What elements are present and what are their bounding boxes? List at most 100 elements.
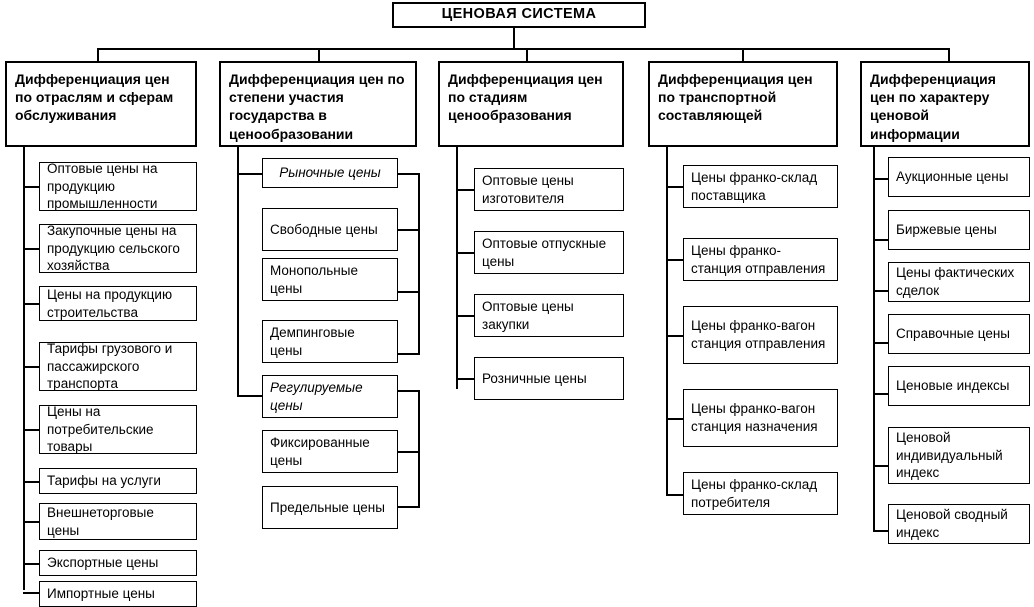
branch-stub-1-5 (23, 481, 40, 483)
branch-stub-4-4 (666, 494, 684, 496)
leaf-node: Тарифы на услуги (39, 468, 197, 494)
branch-header-state-participation: Дифференциация цен по степени участия го… (219, 61, 417, 147)
branch-stub-5-2 (873, 290, 889, 292)
branch-header-label: Дифференциация цен по степени участия го… (229, 71, 405, 142)
branch-stub-4-0 (666, 186, 684, 188)
branch-stub-1-1 (23, 248, 40, 250)
branch-stub-1-7 (23, 563, 40, 565)
leaf-node: Оптовые цены на продукцию промышленности (39, 161, 197, 212)
leaf-label: Ценовой сводный индекс (896, 507, 1008, 540)
root-node-price-system: ЦЕНОВАЯ СИСТЕМА (392, 2, 646, 28)
branch-header-label: Дифференциация цен по характеру ценовой … (870, 71, 996, 142)
group-node-regulated-prices: Регулируемые цены (262, 375, 398, 418)
group-out-2-market (398, 173, 420, 175)
branch-stub-4-1 (666, 259, 684, 261)
leaf-label: Цены франко-склад потребителя (691, 476, 818, 510)
leaf-label: Тарифы на услуги (47, 473, 161, 489)
branch-stub-1-6 (23, 521, 40, 523)
leaf-label: Цены на продукцию строительства (47, 286, 173, 320)
branch-stub-5-0 (873, 178, 889, 180)
branch-stub-3-3 (456, 378, 475, 380)
leaf-node: Ценовой сводный индекс (888, 504, 1030, 544)
branch-spine-1 (23, 147, 25, 590)
leaf-node: Оптовые цены закупки (474, 294, 624, 337)
leaf-label: Импортные цены (47, 586, 155, 602)
leaf-label: Свободные цены (270, 221, 378, 237)
leaf-label: Аукционные цены (896, 169, 1009, 185)
leaf-label: Внешнеторговые цены (47, 504, 154, 538)
leaf-node: Монопольные цены (262, 258, 398, 301)
leaf-node: Цены на потребительские товары (39, 404, 197, 454)
leaf-label: Цены франко-станция отправления (691, 242, 826, 276)
bus-drop-1 (97, 48, 99, 62)
bus-drop-2 (318, 48, 320, 62)
leaf-label: Предельные цены (270, 499, 385, 515)
bus-drop-5 (948, 48, 950, 62)
group-bracket-2-market (418, 173, 420, 353)
leaf-node: Закупочные цены на продукцию сельского х… (39, 223, 197, 274)
leaf-node: Розничные цены (474, 357, 624, 400)
leaf-node: Импортные цены (39, 581, 197, 607)
branch-stub-5-3 (873, 342, 889, 344)
branch-stub-1-4 (23, 429, 40, 431)
branch-spine-2 (237, 147, 239, 397)
leaf-node: Цены франко-вагон станция отправления (683, 306, 838, 364)
leaf-node: Справочные цены (888, 314, 1030, 354)
leaf-label: Справочные цены (896, 326, 1011, 342)
branch-header-industries: Дифференциация цен по отраслям и сферам … (5, 61, 197, 147)
branch-spine-3 (456, 147, 458, 389)
root-stem (513, 28, 515, 50)
leaf-node: Цены на продукцию строительства (39, 286, 197, 321)
branch-header-pricing-stages: Дифференциация цен по стадиям ценообразо… (438, 61, 624, 147)
distribution-bus (97, 48, 950, 50)
leaf-node: Предельные цены (262, 486, 398, 529)
branch-header-label: Дифференциация цен по транспортной соста… (658, 71, 813, 124)
bus-drop-3 (526, 48, 528, 62)
leaf-node: Цены франко-станция отправления (683, 238, 838, 281)
leaf-label: Цены франко-склад поставщика (691, 169, 818, 203)
branch-stub-3-1 (456, 252, 475, 254)
branch-header-price-information: Дифференциация цен по характеру ценовой … (860, 61, 1030, 147)
leaf-label: Ценовой индивидуальный индекс (896, 430, 1003, 481)
leaf-node: Оптовые отпускные цены (474, 231, 624, 274)
leaf-node: Цены фактических сделок (888, 262, 1030, 302)
branch-stub-1-3 (23, 366, 40, 368)
branch-stub-1-2 (23, 303, 40, 305)
leaf-label: Оптовые цены изготовителя (482, 172, 574, 206)
branch-stub-1-8 (23, 592, 40, 594)
child-stub-2-fixed (398, 451, 420, 453)
leaf-node: Ценовые индексы (888, 366, 1030, 406)
bus-drop-4 (742, 48, 744, 62)
leaf-label: Цены франко-вагон станция назначения (691, 401, 818, 434)
leaf-label: Фиксированные цены (270, 434, 370, 468)
leaf-label: Оптовые отпускные цены (482, 235, 607, 269)
leaf-label: Розничные цены (482, 370, 587, 386)
leaf-node: Аукционные цены (888, 157, 1030, 197)
leaf-node: Тарифы грузового и пассажирского транспо… (39, 341, 197, 391)
child-stub-2-free (398, 229, 420, 231)
group-out-2-regulated (398, 390, 420, 392)
leaf-label: Ценовые индексы (896, 378, 1010, 394)
branch-header-transport-component: Дифференциация цен по транспортной соста… (648, 61, 838, 147)
leaf-label: Оптовые цены закупки (482, 298, 574, 332)
leaf-label: Закупочные цены на продукцию сельского х… (47, 223, 180, 274)
group-stub-2-regulated (237, 395, 263, 397)
leaf-node: Свободные цены (262, 208, 398, 251)
leaf-label: Цены фактических сделок (896, 265, 1015, 298)
branch-stub-5-5 (873, 465, 889, 467)
child-stub-2-limit (398, 506, 420, 508)
branch-stub-3-0 (456, 189, 475, 191)
leaf-label: Демпинговые цены (270, 324, 355, 358)
leaf-node: Фиксированные цены (262, 430, 398, 473)
group-bracket-2-regulated (418, 390, 420, 508)
group-stub-2-market (237, 173, 263, 175)
leaf-label: Цены франко-вагон станция отправления (691, 318, 826, 351)
branch-stub-5-4 (873, 393, 889, 395)
leaf-node: Экспортные цены (39, 550, 197, 576)
branch-stub-4-2 (666, 335, 684, 337)
child-stub-2-dumping (398, 353, 420, 355)
branch-stub-3-2 (456, 315, 475, 317)
branch-spine-4 (666, 147, 668, 496)
leaf-label: Оптовые цены на продукцию промышленности (47, 161, 158, 212)
